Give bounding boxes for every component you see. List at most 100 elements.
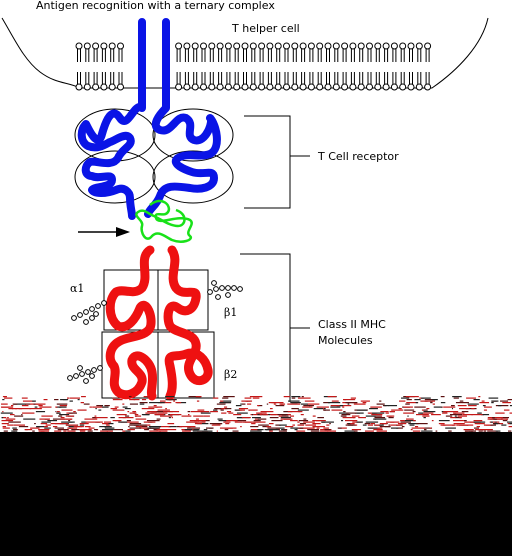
mhc-beta-chain (163, 245, 213, 401)
lipid-head (216, 42, 224, 50)
lipid-head (341, 42, 349, 50)
lipid-head (224, 42, 232, 50)
beta1-label: β1 (224, 306, 237, 319)
lipid-head (424, 83, 432, 91)
lipid-head (390, 42, 398, 50)
lipid-head (108, 42, 116, 50)
lipid-head (200, 42, 207, 50)
lipid-head (175, 42, 183, 50)
lipid-head (374, 83, 382, 91)
lipid-head (241, 83, 249, 91)
lipid-head (291, 83, 299, 91)
lipid-head (208, 83, 216, 91)
lipid-head (332, 42, 340, 50)
mhc-label-line1: Class II MHC (318, 318, 386, 331)
mhc-bracket (240, 253, 310, 402)
lipid-head (283, 42, 290, 50)
alpha1-label: α1 (70, 282, 84, 295)
t-cell-receptor-label: T Cell receptor (317, 150, 399, 163)
lipid-head (183, 83, 191, 91)
lipid-head (382, 42, 390, 50)
lipid-head (233, 83, 241, 91)
lipid-head (266, 83, 274, 91)
lipid-head (332, 83, 340, 91)
t-cell-receptor-bracket (244, 115, 310, 209)
t-cell-membrane (75, 42, 432, 91)
tcr-alpha-chain (77, 18, 146, 220)
mhc-label-line2: Molecules (318, 334, 373, 347)
t-cell-outline (1, 17, 489, 89)
lipid-head (117, 42, 124, 50)
lipid-head (249, 83, 257, 91)
tcr-beta-chain (144, 18, 221, 218)
lipid-head (316, 83, 324, 91)
lipid-head (75, 83, 83, 91)
lipid-head (341, 83, 349, 91)
lipid-head (241, 42, 249, 50)
lipid-head (349, 83, 357, 91)
image-artifact-strip (0, 396, 512, 432)
antigen-peptide (135, 199, 193, 243)
lipid-head (307, 42, 315, 50)
lipid-head (324, 42, 332, 50)
lipid-head (299, 83, 307, 91)
lipid-head (200, 83, 207, 91)
lipid-head (117, 83, 124, 91)
lipid-head (291, 42, 299, 50)
lipid-head (274, 42, 282, 50)
lipid-head (175, 83, 183, 91)
lipid-head (100, 42, 108, 50)
lipid-head (357, 42, 365, 50)
lipid-head (183, 42, 191, 50)
lipid-head (407, 42, 415, 50)
lipid-head (266, 42, 274, 50)
lipid-head (224, 83, 232, 91)
lipid-head (399, 83, 407, 91)
lipid-head (92, 83, 100, 91)
lipid-head (283, 83, 290, 91)
lipid-head (83, 42, 91, 50)
lipid-head (233, 42, 241, 50)
lipid-head (258, 42, 266, 50)
diagram-title: Antigen recognition with a ternary compl… (36, 0, 275, 12)
lipid-head (316, 42, 324, 50)
lipid-head (366, 42, 373, 50)
lipid-head (324, 83, 332, 91)
arrow-icon (78, 227, 130, 237)
glycan-chain (71, 300, 107, 325)
beta2-label: β2 (224, 368, 237, 381)
lipid-head (415, 42, 423, 50)
lipid-head (407, 83, 415, 91)
lipid-head (357, 83, 365, 91)
t-helper-cell-label: T helper cell (231, 22, 300, 35)
lipid-head (191, 42, 199, 50)
lipid-head (108, 83, 116, 91)
lipid-head (307, 83, 315, 91)
lipid-head (249, 42, 257, 50)
lipid-head (100, 83, 108, 91)
lipid-head (83, 83, 91, 91)
mhc-alpha-chain (105, 245, 158, 401)
lipid-head (92, 42, 100, 50)
lipid-head (274, 83, 282, 91)
lipid-head (382, 83, 390, 91)
mhc-chains (105, 245, 213, 401)
lipid-head (415, 83, 423, 91)
lipid-head (75, 42, 83, 50)
lipid-head (216, 83, 224, 91)
lipid-head (349, 42, 357, 50)
glycan-chains (67, 280, 243, 384)
lipid-head (366, 83, 373, 91)
tcr-domain-lower-right (152, 150, 234, 204)
t-cell-receptor-domains (74, 108, 234, 204)
tcr-domain-upper-right (152, 108, 234, 162)
lipid-head (299, 42, 307, 50)
lipid-head (208, 42, 216, 50)
glycan-chain (207, 280, 243, 300)
lipid-head (258, 83, 266, 91)
lipid-head (374, 42, 382, 50)
tcr-domain-lower-left (74, 150, 156, 204)
glycan-chain (67, 365, 103, 384)
lipid-head (424, 42, 432, 50)
